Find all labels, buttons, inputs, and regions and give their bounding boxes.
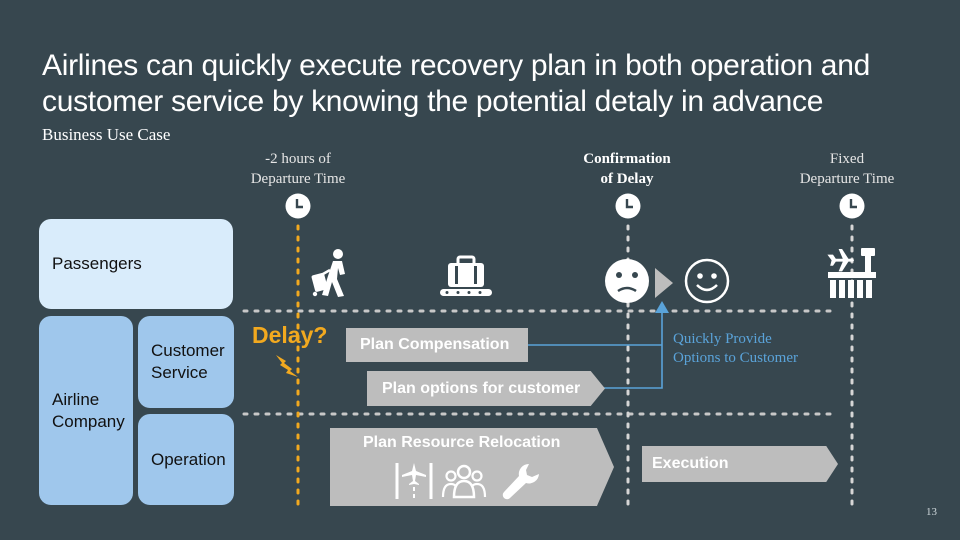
operation-label: Operation [151, 449, 226, 469]
airline-company-box: Airline Company [39, 316, 133, 505]
plan-compensation-label: Plan Compensation [360, 336, 510, 353]
slide-subtitle: Business Use Case [42, 125, 171, 144]
airline-company-label: Company [52, 411, 125, 431]
customer-service-label: Customer [151, 341, 225, 360]
plan-compensation-arrow: Plan Compensation [346, 328, 528, 362]
runway-icon [395, 463, 433, 499]
walking-with-luggage-icon [311, 249, 345, 297]
operation-box: Operation [138, 414, 234, 505]
timeline-label-line: -2 hours of [265, 151, 331, 167]
passengers-row-label: Passengers [39, 219, 233, 309]
airline-company-label: Airline [52, 389, 100, 409]
lightning-icon [276, 355, 298, 377]
clock-icon [839, 193, 865, 219]
timeline-label-line: Departure Time [250, 171, 346, 187]
page-number: 13 [926, 506, 937, 518]
timeline-label-line: of Delay [600, 171, 654, 187]
quickly-provide-options-label: Quickly Provide Options to Customer [673, 330, 798, 368]
baggage-conveyor-icon [440, 255, 492, 296]
timeline-label-line: Departure Time [799, 171, 895, 187]
clock-icon [615, 193, 641, 219]
people-group-icon [441, 464, 487, 499]
passengers-label: Passengers [52, 254, 142, 273]
execution-label: Execution [652, 455, 729, 472]
airport-tower-icon [827, 248, 876, 298]
slide-title: Airlines can quickly execute recovery pl… [42, 49, 870, 118]
plan-resource-relocation-arrow: Plan Resource Relocation [330, 428, 614, 506]
happy-face-icon [684, 258, 730, 304]
customer-service-box: Customer Service [138, 316, 234, 408]
connector-arrowhead [655, 301, 669, 313]
sad-face-icon [605, 259, 649, 303]
clock-icon [285, 193, 311, 219]
timeline-label-line: Confirmation [583, 151, 671, 167]
timeline-label-line: Fixed [829, 151, 865, 167]
execution-arrow: Execution [642, 446, 838, 482]
quickly-provide-line: Quickly Provide [673, 331, 772, 347]
plan-options-arrow: Plan options for customer [367, 371, 605, 406]
delay-question-label: Delay? [252, 322, 328, 348]
timeline-label-confirmation: Confirmation of Delay [567, 149, 687, 189]
transition-arrow-icon [655, 268, 673, 298]
plan-options-label: Plan options for customer [382, 379, 581, 397]
options-connector [604, 310, 663, 389]
customer-service-label: Service [151, 363, 208, 382]
quickly-provide-line: Options to Customer [673, 350, 799, 366]
timeline-label-minus-2-hours: -2 hours of Departure Time [238, 149, 358, 189]
wrench-icon [502, 463, 539, 500]
timeline-label-fixed-departure: Fixed Departure Time [787, 149, 907, 189]
plan-resource-relocation-label: Plan Resource Relocation [363, 434, 561, 451]
